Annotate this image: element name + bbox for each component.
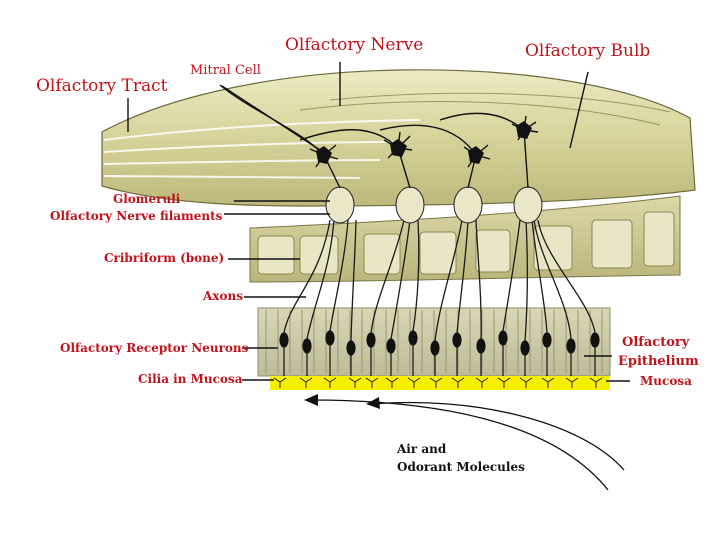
airflow-arrows xyxy=(309,399,625,491)
label-olfactory-tract: Olfactory Tract xyxy=(36,76,168,96)
label-axons: Axons xyxy=(203,289,243,303)
label-olfactory-bulb: Olfactory Bulb xyxy=(525,41,651,61)
label-air-line1: Air and xyxy=(397,442,447,456)
label-glomeruli: Glomeruli xyxy=(113,192,181,206)
cilia-tufts xyxy=(273,377,603,388)
mucosa-band xyxy=(270,376,610,390)
glomeruli xyxy=(325,186,543,224)
label-receptor-neurons: Olfactory Receptor Neurons xyxy=(60,341,249,355)
olfactory-bulb-shape xyxy=(101,69,696,207)
mitral-cell-bodies xyxy=(316,121,532,164)
label-mucosa: Mucosa xyxy=(640,374,692,388)
label-epithelium-line1: Olfactory xyxy=(622,335,690,350)
label-epithelium-line2: Epithelium xyxy=(618,354,699,369)
tract-fibers xyxy=(103,119,421,179)
label-cribriform: Cribriform (bone) xyxy=(104,251,225,265)
bulb-contour-lines xyxy=(299,92,671,126)
label-olfactory-nerve: Olfactory Nerve xyxy=(285,35,424,55)
bone-cells xyxy=(257,211,675,275)
label-mitral-cell: Mitral Cell xyxy=(190,63,261,78)
label-cilia: Cilia in Mucosa xyxy=(138,372,243,386)
leader-lines xyxy=(127,62,630,382)
label-nerve-filaments: Olfactory Nerve filaments xyxy=(50,209,223,223)
airflow-arrowhead-1 xyxy=(304,394,318,406)
label-air-line2: Odorant Molecules xyxy=(397,460,525,474)
receptor-neurons xyxy=(279,330,600,376)
airflow-arrowhead-2 xyxy=(366,397,380,409)
axon-fibers xyxy=(283,219,596,342)
